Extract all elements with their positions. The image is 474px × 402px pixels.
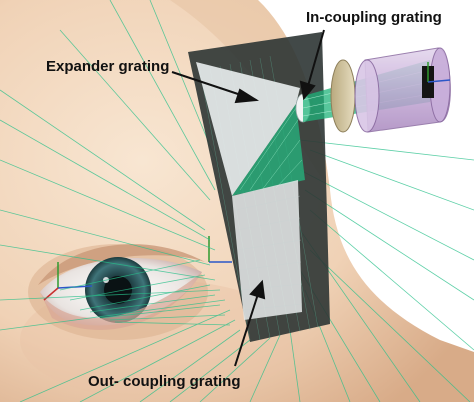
expansion-beam-lines [239,107,303,191]
out-coupling-texture [235,195,303,311]
lens-ring [330,59,356,133]
expansion-beam [232,104,305,196]
projector-tube-front [354,59,380,133]
out-coupling-grating [232,180,302,320]
in-coupling-grating-label: In-coupling grating [306,9,442,26]
upper-eyelid [38,244,205,285]
proj-axis-z [427,79,451,83]
annotation-arrows [171,29,325,367]
expander-grating [196,62,300,196]
expander-grating-label: Expander grating [46,58,170,75]
out-coupling-grating-label: Out- coupling grating [88,373,241,390]
eye-pupil [104,276,132,304]
